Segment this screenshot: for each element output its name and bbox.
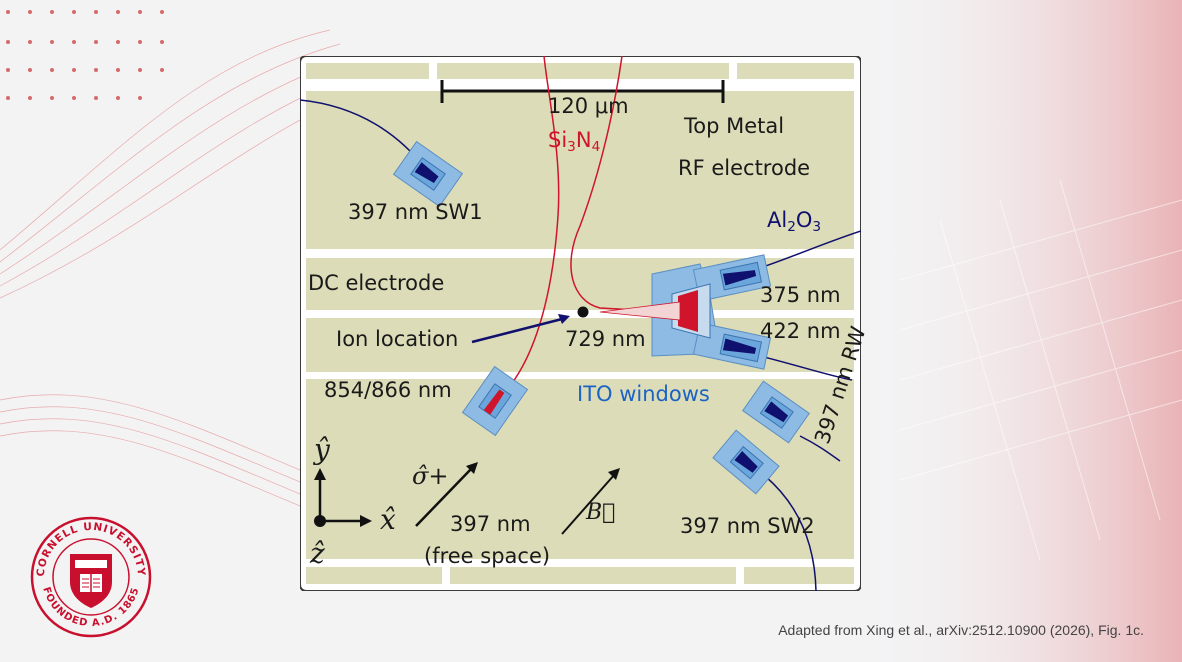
z-axis-dot <box>314 515 326 527</box>
ion-dot <box>577 306 589 318</box>
si3n4-waveguide-left <box>489 56 560 407</box>
nm854-label: 854/866 nm <box>324 378 452 402</box>
cornell-seal: CORNELL UNIVERSITY FOUNDED A.D. 1865 <box>30 516 152 638</box>
seal-shield <box>70 554 112 608</box>
coupler-rw <box>742 380 810 444</box>
coupler-sw2 <box>712 429 780 495</box>
z-axis-label: ẑ <box>310 537 325 570</box>
al2o3-label: Al2O3 <box>767 208 822 236</box>
coupler-main <box>599 254 772 370</box>
coupler-sw1 <box>392 140 464 208</box>
sw1-label: 397 nm SW1 <box>348 200 483 224</box>
grid-texture <box>899 179 1182 561</box>
b-field-label: B⃗ <box>586 500 616 525</box>
sw2-label: 397 nm SW2 <box>680 514 815 538</box>
ito-windows-label: ITO windows <box>577 382 710 406</box>
al2o3-waveguide-rw <box>799 435 841 462</box>
free-space-label: (free space) <box>424 544 551 568</box>
top-metal-label: Top Metal <box>684 114 785 138</box>
scale-bar-label: 120 μm <box>548 94 629 118</box>
y-arrowhead <box>314 468 326 480</box>
bottom-strip-left <box>306 567 442 584</box>
top-strip-mid <box>437 63 729 79</box>
si3n4-label: Si3N4 <box>548 128 601 156</box>
top-strip-right <box>737 63 854 79</box>
x-axis-label: x̂ <box>380 503 396 536</box>
sigma-label: σ̂+ <box>412 462 449 490</box>
y-axis-label: ŷ <box>314 433 330 466</box>
coupler-854 <box>461 365 529 437</box>
nm397-label: 397 nm <box>450 512 531 536</box>
x-arrowhead <box>360 515 372 527</box>
nm422-label: 422 nm <box>760 319 841 343</box>
top-strip-left <box>306 63 429 79</box>
trap-diagram: 120 μm Si3N4 Top Metal RF electrode Al2O… <box>300 56 871 591</box>
al2o3-waveguide-sw2 <box>764 475 817 591</box>
al2o3-waveguide-422 <box>759 355 853 381</box>
coordinate-axes <box>318 476 365 523</box>
dc-electrode-label: DC electrode <box>308 271 445 295</box>
nm729-label: 729 nm <box>565 327 646 351</box>
ion-location-label: Ion location <box>336 327 459 351</box>
ion-arrow <box>471 316 567 344</box>
bottom-strip-right <box>744 567 854 584</box>
nm375-label: 375 nm <box>760 283 841 307</box>
diagram-canvas <box>300 56 861 591</box>
sigma-arrowhead <box>466 462 478 474</box>
al2o3-waveguide-375 <box>759 230 861 269</box>
b-field-arrowhead <box>608 468 620 480</box>
dot-grid <box>6 10 164 100</box>
source-caption: Adapted from Xing et al., arXiv:2512.109… <box>778 622 1144 638</box>
scale-bar <box>440 80 725 103</box>
bottom-strip-mid <box>450 567 736 584</box>
sigma-arrow <box>415 467 473 527</box>
rf-electrode-label: RF electrode <box>678 156 811 180</box>
b-field-arrow <box>561 473 616 535</box>
si3n4-waveguide-right <box>570 56 656 312</box>
ion-arrowhead <box>558 314 570 324</box>
